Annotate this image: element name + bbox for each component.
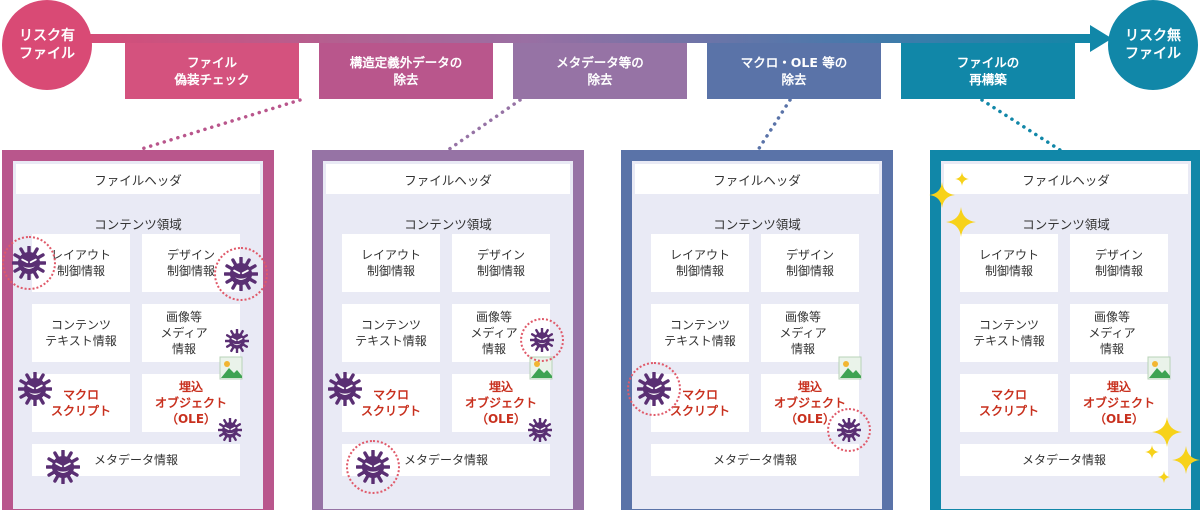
macro-script: マクロ スクリプト xyxy=(960,374,1058,432)
image-icon xyxy=(529,356,553,380)
step-remove-macro-ole: マクロ・OLE 等の 除去 xyxy=(707,43,881,99)
step-file-spoof-check: ファイル 偽装チェック xyxy=(125,43,299,99)
content-region-title: コンテンツ領域 xyxy=(94,217,182,232)
virus-icon xyxy=(217,417,243,443)
design-control-info: デザイン 制御情報 xyxy=(1070,234,1168,292)
flow-arrow xyxy=(60,25,1112,52)
content-text-info: コンテンツ テキスト情報 xyxy=(32,304,130,362)
content-region-title: コンテンツ領域 xyxy=(1022,217,1110,232)
virus-icon xyxy=(17,371,53,407)
embedded-ole: 埋込 オブジェクト （OLE） xyxy=(452,374,550,432)
macro-script: マクロ スクリプト xyxy=(32,374,130,432)
sparkle-icon xyxy=(929,182,955,208)
image-icon xyxy=(219,356,243,380)
content-region: コンテンツ領域レイアウト 制御情報デザイン 制御情報コンテンツ テキスト情報画像… xyxy=(944,204,1188,504)
content-text-info: コンテンツ テキスト情報 xyxy=(342,304,440,362)
content-region: コンテンツ領域レイアウト 制御情報デザイン 制御情報コンテンツ テキスト情報画像… xyxy=(635,204,879,504)
connector-1 xyxy=(136,98,302,152)
sparkle-icon xyxy=(1158,471,1170,483)
sparkle-icon xyxy=(1145,445,1159,459)
step-remove-metadata: メタデータ等の 除去 xyxy=(513,43,687,99)
layout-control-info: レイアウト 制御情報 xyxy=(651,234,749,292)
media-info: 画像等 メディア 情報 xyxy=(1070,304,1168,362)
content-text-info: コンテンツ テキスト情報 xyxy=(960,304,1058,362)
embedded-ole: 埋込 オブジェクト （OLE） xyxy=(142,374,240,432)
content-region-title: コンテンツ領域 xyxy=(404,217,492,232)
threat-highlight-ring xyxy=(346,440,400,494)
safe-file-circle: リスク無 ファイル xyxy=(1108,0,1198,90)
file-structure-panel-3: ファイルヘッダコンテンツ領域レイアウト 制御情報デザイン 制御情報コンテンツ テ… xyxy=(621,150,893,510)
content-region-title: コンテンツ領域 xyxy=(713,217,801,232)
sparkle-icon xyxy=(1152,417,1182,447)
media-info: 画像等 メディア 情報 xyxy=(142,304,240,362)
file-header: ファイルヘッダ xyxy=(16,164,260,194)
sparkle-icon xyxy=(946,207,976,237)
content-region: コンテンツ領域レイアウト 制御情報デザイン 制御情報コンテンツ テキスト情報画像… xyxy=(326,204,570,504)
file-header: ファイルヘッダ xyxy=(326,164,570,194)
metadata-info: メタデータ情報 xyxy=(960,444,1168,476)
file-structure-panel-4: ファイルヘッダコンテンツ領域レイアウト 制御情報デザイン 制御情報コンテンツ テ… xyxy=(930,150,1200,510)
content-text-info: コンテンツ テキスト情報 xyxy=(651,304,749,362)
sparkle-icon xyxy=(955,172,969,186)
media-info: 画像等 メディア 情報 xyxy=(452,304,550,362)
threat-highlight-ring xyxy=(827,408,871,452)
threat-highlight-ring xyxy=(627,362,681,416)
layout-control-info: レイアウト 制御情報 xyxy=(342,234,440,292)
embedded-ole: 埋込 オブジェクト （OLE） xyxy=(1070,374,1168,432)
file-header: ファイルヘッダ xyxy=(635,164,879,194)
macro-script: マクロ スクリプト xyxy=(342,374,440,432)
design-control-info: デザイン 制御情報 xyxy=(761,234,859,292)
virus-icon xyxy=(224,328,250,354)
design-control-info: デザイン 制御情報 xyxy=(452,234,550,292)
connector-2 xyxy=(446,98,522,152)
macro-script: マクロ スクリプト xyxy=(651,374,749,432)
metadata-info: メタデータ情報 xyxy=(651,444,859,476)
connector-3 xyxy=(756,98,792,152)
image-icon xyxy=(1147,356,1171,380)
threat-highlight-ring xyxy=(214,247,268,301)
image-icon xyxy=(838,356,862,380)
step-rebuild-file: ファイルの 再構築 xyxy=(901,43,1075,99)
virus-icon xyxy=(327,371,363,407)
layout-control-info: レイアウト 制御情報 xyxy=(960,234,1058,292)
connector-4 xyxy=(980,98,1062,152)
step-remove-undefined-data: 構造定義外データの 除去 xyxy=(319,43,493,99)
file-header: ファイルヘッダ xyxy=(944,164,1188,194)
media-info: 画像等 メディア 情報 xyxy=(761,304,859,362)
risk-file-circle: リスク有 ファイル xyxy=(2,0,92,90)
threat-highlight-ring xyxy=(520,318,564,362)
sparkle-icon xyxy=(1172,446,1200,474)
threat-highlight-ring xyxy=(2,236,56,290)
virus-icon xyxy=(527,417,553,443)
virus-icon xyxy=(45,449,81,485)
